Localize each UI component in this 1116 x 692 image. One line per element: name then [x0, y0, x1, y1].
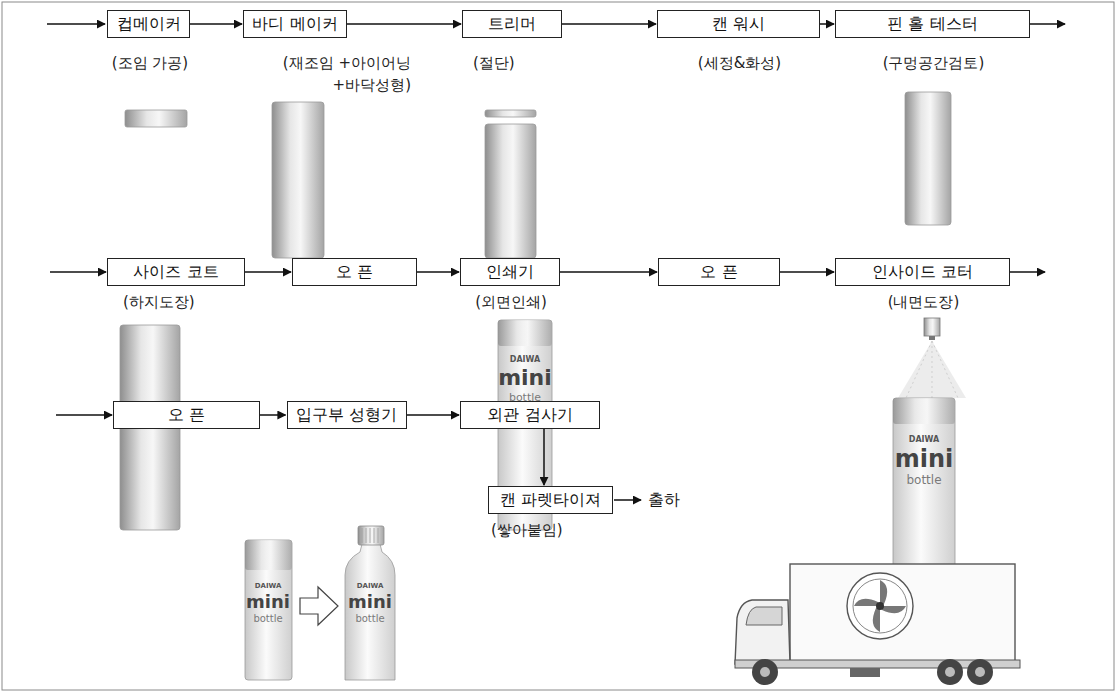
- process-box: 입구부 성형기: [287, 401, 407, 429]
- process-note: (세정&화성): [658, 53, 821, 75]
- can-illustration: [905, 92, 951, 225]
- flow-arrow: [56, 414, 112, 416]
- process-note: (조임 가공): [104, 53, 196, 75]
- can-logo: mini: [498, 367, 552, 389]
- process-name: 핀 홀 테스터: [887, 15, 977, 33]
- process-name: 입구부 성형기: [296, 406, 397, 424]
- flow-arrow: [407, 414, 460, 416]
- flow-arrow: [562, 23, 656, 25]
- process-name: 캔 파렛타이져: [500, 491, 601, 509]
- flow-connector: [407, 415, 460, 416]
- can-brand: DAIWA: [510, 356, 540, 364]
- process-name: 오 픈: [168, 406, 205, 424]
- truck-illustration: [735, 564, 1020, 685]
- process-note: (쌓아붙임): [491, 520, 601, 542]
- process-box: 오 픈: [658, 258, 780, 286]
- process-name: 바디 메이커: [252, 15, 337, 33]
- process-note: (절단): [473, 53, 543, 75]
- process-name: 컵메이커: [117, 15, 181, 33]
- flow-arrow: [820, 23, 834, 25]
- process-box: 오 픈: [113, 401, 260, 429]
- can-brand: DAIWA: [255, 583, 282, 590]
- process-box: 캔 파렛타이져(쌓아붙임): [488, 486, 613, 514]
- process-note: (재조임 +아이어닝 +바닥성형): [251, 53, 411, 97]
- flow-arrow: [780, 271, 834, 273]
- flow-connector: [56, 272, 1045, 415]
- process-box: 오 픈: [292, 258, 417, 286]
- flow-connector: [820, 24, 834, 25]
- process-name: 인쇄기: [486, 263, 534, 281]
- trimmed-can-illustration: [485, 110, 536, 258]
- process-name: 인사이드 코터: [872, 263, 973, 281]
- flow-arrow: [417, 271, 459, 273]
- flow-arrow: [347, 23, 461, 25]
- process-box: 인사이드 코터(내면도장): [835, 258, 1010, 286]
- can-logo: mini: [348, 593, 392, 611]
- flow-arrow: [1030, 23, 1065, 25]
- inside-coater-illustration: [893, 318, 966, 600]
- flow-arrow: [260, 414, 286, 416]
- process-box: 바디 메이커(재조임 +아이어닝 +바닥성형): [243, 10, 347, 38]
- can-subtext: bottle: [906, 474, 941, 486]
- process-name: 오 픈: [336, 263, 373, 281]
- can-subtext: bottle: [253, 614, 282, 624]
- process-note: (외면인쇄): [461, 292, 561, 314]
- flow-connector: [260, 415, 286, 416]
- flow-arrow: [1010, 271, 1045, 273]
- process-note: (하지도장): [123, 292, 233, 314]
- flow-arrow: [560, 271, 657, 273]
- flow-connector: [544, 429, 545, 485]
- cup-illustration: [125, 110, 187, 127]
- process-name: 사이즈 코트: [133, 263, 218, 281]
- flow-connector: [50, 24, 1065, 272]
- entry-arrow: [47, 23, 105, 25]
- process-box: 외관 검사기: [460, 401, 600, 429]
- flow-arrow: [50, 271, 106, 273]
- neck-forming-illustration: [245, 526, 395, 680]
- process-box: 핀 홀 테스터(구멍공간검토): [835, 10, 1030, 38]
- can-subtext: bottle: [355, 614, 384, 624]
- process-note: (내면도장): [836, 292, 1011, 314]
- can-illustration: [272, 102, 324, 258]
- flow-connector: [347, 24, 461, 25]
- process-box: 인쇄기(외면인쇄): [460, 258, 560, 286]
- can-logo: mini: [895, 447, 954, 471]
- can-logo: mini: [246, 593, 290, 611]
- flow-connector: [780, 272, 834, 273]
- flow-connector: [245, 272, 291, 273]
- process-box: 캔 워시(세정&화성): [657, 10, 820, 38]
- can-brand: DAIWA: [357, 583, 384, 590]
- flow-connector: [562, 24, 656, 25]
- flow-arrow: [543, 429, 545, 485]
- flow-connector: [417, 272, 459, 273]
- process-box: 사이즈 코트(하지도장): [107, 258, 245, 286]
- process-name: 외관 검사기: [487, 406, 572, 424]
- process-name: 트리머: [488, 15, 536, 33]
- can-subtext: bottle: [509, 392, 541, 403]
- flow-arrow: [245, 271, 291, 273]
- can-brand: DAIWA: [909, 436, 939, 444]
- flow-connector: [190, 24, 242, 25]
- process-box: 컵메이커(조임 가공): [107, 10, 190, 38]
- process-box: 트리머(절단): [462, 10, 562, 38]
- shipping-label: 출하: [648, 492, 680, 508]
- process-name: 캔 워시: [712, 15, 765, 33]
- flow-arrow: [190, 23, 242, 25]
- flow-connector: [560, 272, 657, 273]
- ship-arrow: [614, 499, 641, 501]
- process-note: (구멍공간검토): [836, 53, 1031, 75]
- process-name: 오 픈: [700, 263, 737, 281]
